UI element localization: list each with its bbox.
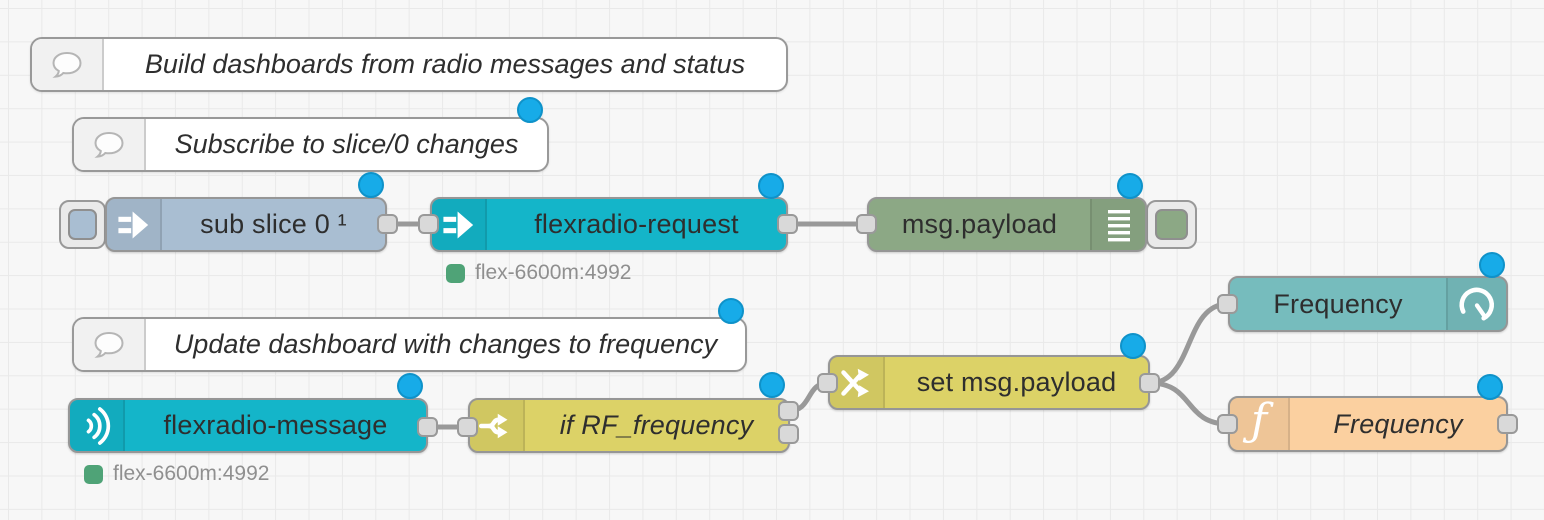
node-label: flexradio-message (163, 410, 388, 440)
node-debug-msg-payload[interactable]: msg.payload (867, 197, 1147, 252)
status-connected-icon (446, 263, 465, 283)
status-text: flex-6600m:4992 (475, 261, 632, 284)
changed-indicator (397, 373, 423, 399)
inject-button-inner (68, 209, 97, 240)
node-label: sub slice 0 ¹ (200, 209, 347, 239)
gauge-icon (1446, 278, 1506, 330)
node-label: Frequency (1273, 288, 1403, 319)
comment-label: Subscribe to slice/0 changes (174, 129, 519, 159)
node-status: flex-6600m:4992 (446, 261, 631, 285)
inject-button[interactable] (59, 200, 106, 249)
node-change-set-msg-payload[interactable]: set msg.payload (828, 355, 1150, 410)
changed-indicator (1477, 374, 1503, 400)
node-label: if RF_frequency (559, 410, 754, 440)
comment-bubble-icon (74, 319, 146, 370)
comment-bubble-icon (32, 39, 104, 90)
node-switch-if-rf-frequency[interactable]: if RF_frequency (468, 398, 790, 453)
node-label: Frequency (1333, 408, 1463, 439)
port-input[interactable] (1217, 414, 1238, 434)
comment-label: Build dashboards from radio messages and… (144, 49, 746, 79)
node-flexradio-request[interactable]: flexradio-request (430, 197, 788, 252)
wire-change-to-function[interactable] (1147, 380, 1231, 427)
comment-node-update-dashboard[interactable]: Update dashboard with changes to frequen… (72, 317, 747, 372)
comment-node-build-dashboards[interactable]: Build dashboards from radio messages and… (30, 37, 788, 92)
port-output-1[interactable] (778, 401, 799, 421)
node-label: flexradio-request (534, 209, 739, 239)
port-output[interactable] (1139, 373, 1160, 393)
changed-indicator (718, 298, 744, 324)
port-output-2[interactable] (778, 424, 799, 444)
node-function-frequency[interactable]: ƒ Frequency (1228, 396, 1508, 452)
node-inject-sub-slice[interactable]: sub slice 0 ¹ (105, 197, 387, 252)
port-output[interactable] (1497, 414, 1518, 434)
inject-arrow-icon (107, 199, 162, 250)
changed-indicator (517, 97, 543, 123)
node-flexradio-message[interactable]: flexradio-message (68, 398, 428, 453)
shuffle-icon (830, 357, 885, 408)
node-label: msg.payload (901, 209, 1058, 239)
port-input[interactable] (418, 214, 439, 234)
comment-node-subscribe-slice[interactable]: Subscribe to slice/0 changes (72, 117, 549, 172)
port-output[interactable] (777, 214, 798, 234)
node-gauge-frequency[interactable]: Frequency (1228, 276, 1508, 332)
debug-toggle-inner (1155, 209, 1188, 240)
node-label: set msg.payload (916, 367, 1117, 397)
port-output[interactable] (417, 417, 438, 437)
port-input[interactable] (1217, 294, 1238, 314)
switch-fork-icon (470, 400, 525, 451)
changed-indicator (1120, 333, 1146, 359)
port-input[interactable] (817, 373, 838, 393)
broadcast-icon (70, 400, 125, 451)
node-status: flex-6600m:4992 (84, 462, 269, 486)
changed-indicator (759, 372, 785, 398)
comment-label: Update dashboard with changes to frequen… (173, 329, 718, 359)
comment-bubble-icon (74, 119, 146, 170)
inject-arrow-icon (432, 199, 487, 250)
changed-indicator (758, 173, 784, 199)
port-output[interactable] (377, 214, 398, 234)
function-f-icon: ƒ (1230, 398, 1290, 450)
changed-indicator (1117, 173, 1143, 199)
debug-toggle-button[interactable] (1146, 200, 1197, 249)
changed-indicator (358, 172, 384, 198)
port-input[interactable] (856, 214, 877, 234)
wire-change-to-gauge[interactable] (1147, 301, 1231, 386)
debug-lines-icon (1090, 199, 1145, 250)
port-input[interactable] (457, 417, 478, 437)
status-text: flex-6600m:4992 (113, 462, 270, 485)
changed-indicator (1479, 252, 1505, 278)
status-connected-icon (84, 464, 103, 484)
